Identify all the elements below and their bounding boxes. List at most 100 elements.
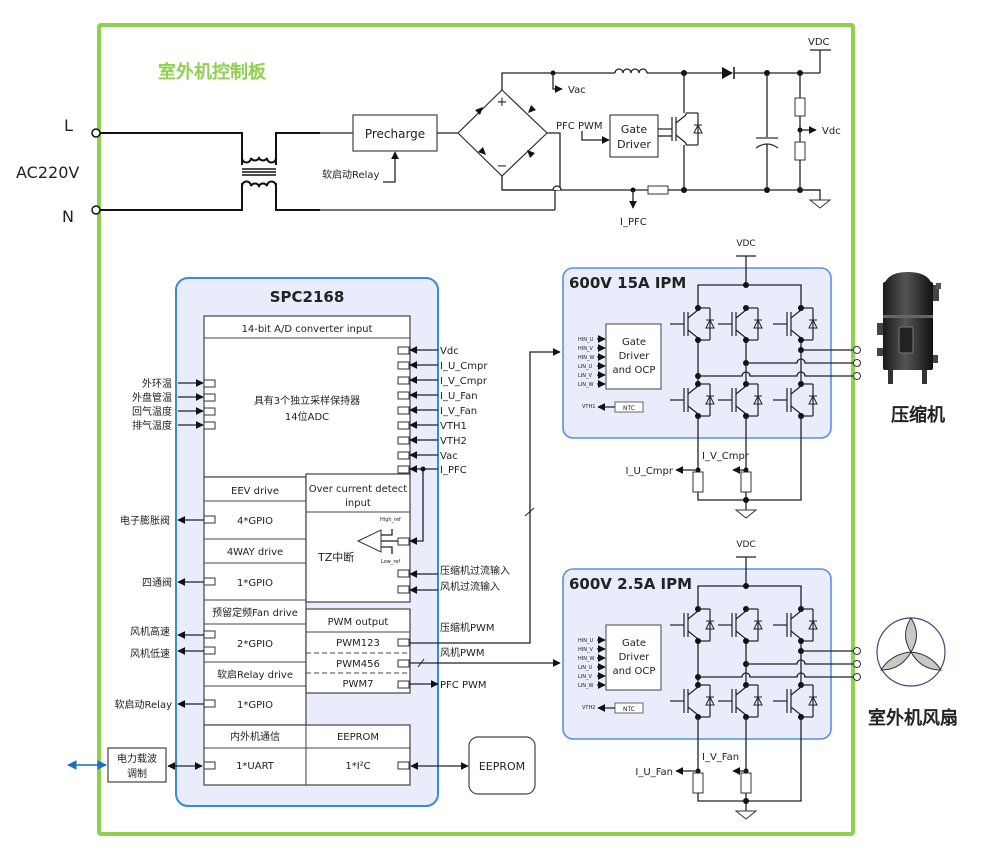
ipm-title: 600V 15A IPM xyxy=(569,274,686,292)
ipm-input-label: LIN_U xyxy=(578,665,593,671)
bridge-rectifier-icon: + − xyxy=(457,89,548,177)
ipm-input-label: LIN_V xyxy=(578,373,593,379)
fourway-output: 四通阀 xyxy=(142,576,172,589)
pwm-channel-456: PWM456 xyxy=(336,659,380,670)
ipm-gate-line1: Gate xyxy=(622,337,646,348)
ipm-input-label: HIN_U xyxy=(578,638,593,644)
soft-start-relay-label: 软启动Relay xyxy=(322,168,380,181)
bridge-minus: − xyxy=(497,159,508,174)
ipm-i-v-label: I_V_Fan xyxy=(702,752,739,763)
shunt-resistor-icon xyxy=(692,471,704,493)
adc-left-input-label: 外环温 xyxy=(142,378,172,390)
plc-line1: 电力载波 xyxy=(117,752,157,765)
junction xyxy=(743,638,749,644)
fan-output-low: 风机低速 xyxy=(130,647,170,660)
phase-terminal xyxy=(853,346,861,354)
junction xyxy=(743,583,749,589)
board-title: 室外机控制板 xyxy=(158,61,267,83)
ac-label-n: N xyxy=(62,207,74,226)
pwm-output-fan: 风机PWM xyxy=(440,646,485,659)
adc-right-input-label: Vdc xyxy=(440,346,459,357)
pwm-output-compressor: 压缩机PWM xyxy=(440,621,495,634)
adc-pin xyxy=(203,407,216,416)
pfc-inductor-icon xyxy=(614,68,648,74)
ipm-vth-label: VTH2 xyxy=(582,705,595,711)
shunt-resistor-icon xyxy=(740,772,752,794)
tz-label: TZ中断 xyxy=(317,550,354,564)
board-border xyxy=(97,23,855,836)
precharge-block xyxy=(352,114,438,152)
phase-output-line xyxy=(698,672,853,678)
dc-bus xyxy=(697,585,802,609)
mcu-title: SPC2168 xyxy=(270,288,345,306)
adc-pin xyxy=(397,465,410,474)
ipm-gate-line2: Driver xyxy=(619,351,651,362)
relay-output: 软启动Relay xyxy=(115,698,173,711)
plc-block xyxy=(107,747,167,783)
adc-pin xyxy=(397,406,410,415)
terminal-l xyxy=(91,128,101,138)
ipm-input-label: HIN_W xyxy=(578,656,594,662)
fourway-header: 4WAY drive xyxy=(227,547,283,558)
relay-header: 软启Relay drive xyxy=(217,668,293,681)
low-ref-label: Low_ref xyxy=(381,559,400,565)
adc-right-input-label: VTH1 xyxy=(440,421,467,432)
ipm-gate-driver-block xyxy=(605,323,662,390)
adc-pin xyxy=(397,361,410,370)
ipm-input-label: HIN_U xyxy=(578,337,593,343)
pwm-header: PWM output xyxy=(328,617,389,628)
high-ref-label: High_ref xyxy=(380,517,401,523)
junction xyxy=(695,638,701,644)
pfc-pwm-label: PFC PWM xyxy=(556,121,603,132)
adc-left-input-label: 排气温度 xyxy=(132,419,172,432)
boost-diode-icon xyxy=(722,67,733,79)
phase-terminal xyxy=(853,673,861,681)
adc-right-input-label: I_V_Cmpr xyxy=(440,376,488,387)
adc-pin xyxy=(203,421,216,430)
fan-header: 预留定频Fan drive xyxy=(212,606,298,619)
pwm-channel-7: PWM7 xyxy=(343,679,374,690)
ipm-input-label: LIN_V xyxy=(578,674,593,680)
shunt-resistor-icon xyxy=(740,471,752,493)
adc-pin xyxy=(397,346,410,355)
pfc-gate-driver-line2: Driver xyxy=(617,138,651,151)
compressor-label: 压缩机 xyxy=(891,404,945,426)
i-pfc-label: I_PFC xyxy=(620,217,647,228)
eev-gpio: 4*GPIO xyxy=(237,516,273,527)
ipm-gate-driver-block xyxy=(605,624,662,691)
ipm-gate-line3: and OCP xyxy=(613,365,656,376)
relay-gpio: 1*GPIO xyxy=(237,700,273,711)
pfc-gate-driver-block xyxy=(609,114,659,158)
ground-icon xyxy=(734,810,758,820)
ipm-vth-label: VTH1 xyxy=(582,404,595,410)
adc-right-input-label: I_V_Fan xyxy=(440,406,477,417)
ipm-block xyxy=(562,267,832,439)
eev-header: EEV drive xyxy=(231,486,279,497)
adc-pin xyxy=(203,393,216,402)
pfc-igbt-icon xyxy=(657,112,703,146)
junction xyxy=(743,282,749,288)
ocd-header-line1: Over current detect xyxy=(309,484,408,495)
ipm-block xyxy=(562,568,832,740)
plc-line2: 调制 xyxy=(127,767,147,780)
ipm-title: 600V 2.5A IPM xyxy=(569,575,692,593)
pwm-output-pfc: PFC PWM xyxy=(440,680,487,691)
ipm-input-label: LIN_W xyxy=(578,382,594,388)
junction xyxy=(695,337,701,343)
vdc-sense-label: Vdc xyxy=(822,126,841,137)
ground-icon xyxy=(808,199,832,209)
pfc-gate-driver-line1: Gate xyxy=(621,123,648,136)
adc-pin xyxy=(397,391,410,400)
return-wire xyxy=(697,416,802,501)
ipm-gate-line3: and OCP xyxy=(613,666,656,677)
ocd-header-line2: input xyxy=(345,498,371,509)
ipm-input-label: HIN_V xyxy=(578,647,593,653)
ipm-gate-line2: Driver xyxy=(619,652,651,663)
vdc-rail-label: VDC xyxy=(808,37,830,48)
adc-header: 14-bit A/D converter input xyxy=(242,324,373,335)
ipm-input-label: LIN_W xyxy=(578,683,594,689)
pwm-channel-123: PWM123 xyxy=(336,638,380,649)
phase-terminal xyxy=(853,372,861,380)
fan-output-high: 风机高速 xyxy=(130,625,170,638)
fan-icon xyxy=(876,617,946,687)
